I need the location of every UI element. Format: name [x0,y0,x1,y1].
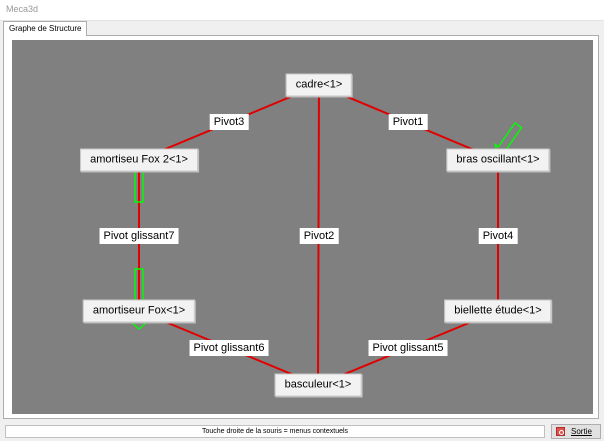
node-amortiseur-fox-2[interactable]: amortiseu Fox 2<1> [80,148,198,172]
exit-icon [556,427,565,436]
joint-pivot4[interactable]: Pivot4 [478,228,518,244]
joint-pivot-glissant6[interactable]: Pivot glissant6 [189,340,269,356]
joint-pivot-glissant7[interactable]: Pivot glissant7 [99,228,179,244]
title-bar: Meca3d [0,0,604,21]
window-title: Meca3d [6,4,39,14]
tab-graphe-de-structure[interactable]: Graphe de Structure [3,21,88,36]
status-hint: Touche droite de la souris = menus conte… [5,425,545,438]
node-biellette-etude[interactable]: biellette étude<1> [444,299,552,323]
joint-pivot3[interactable]: Pivot3 [209,114,249,130]
structure-graph-canvas[interactable]: cadre<1> amortiseu Fox 2<1> bras oscilla… [12,40,593,414]
joint-pivot1[interactable]: Pivot1 [388,114,428,130]
exit-label: Sortie [571,427,592,436]
node-cadre[interactable]: cadre<1> [285,73,353,97]
joint-pivot2[interactable]: Pivot2 [299,228,339,244]
node-amortiseur-fox[interactable]: amortiseur Fox<1> [82,299,196,323]
status-bar: Touche droite de la souris = menus conte… [0,422,604,441]
node-bras-oscillant[interactable]: bras oscillant<1> [446,148,550,172]
joint-pivot-glissant5[interactable]: Pivot glissant5 [368,340,448,356]
node-basculeur[interactable]: basculeur<1> [274,373,362,397]
exit-button[interactable]: Sortie [551,424,601,439]
